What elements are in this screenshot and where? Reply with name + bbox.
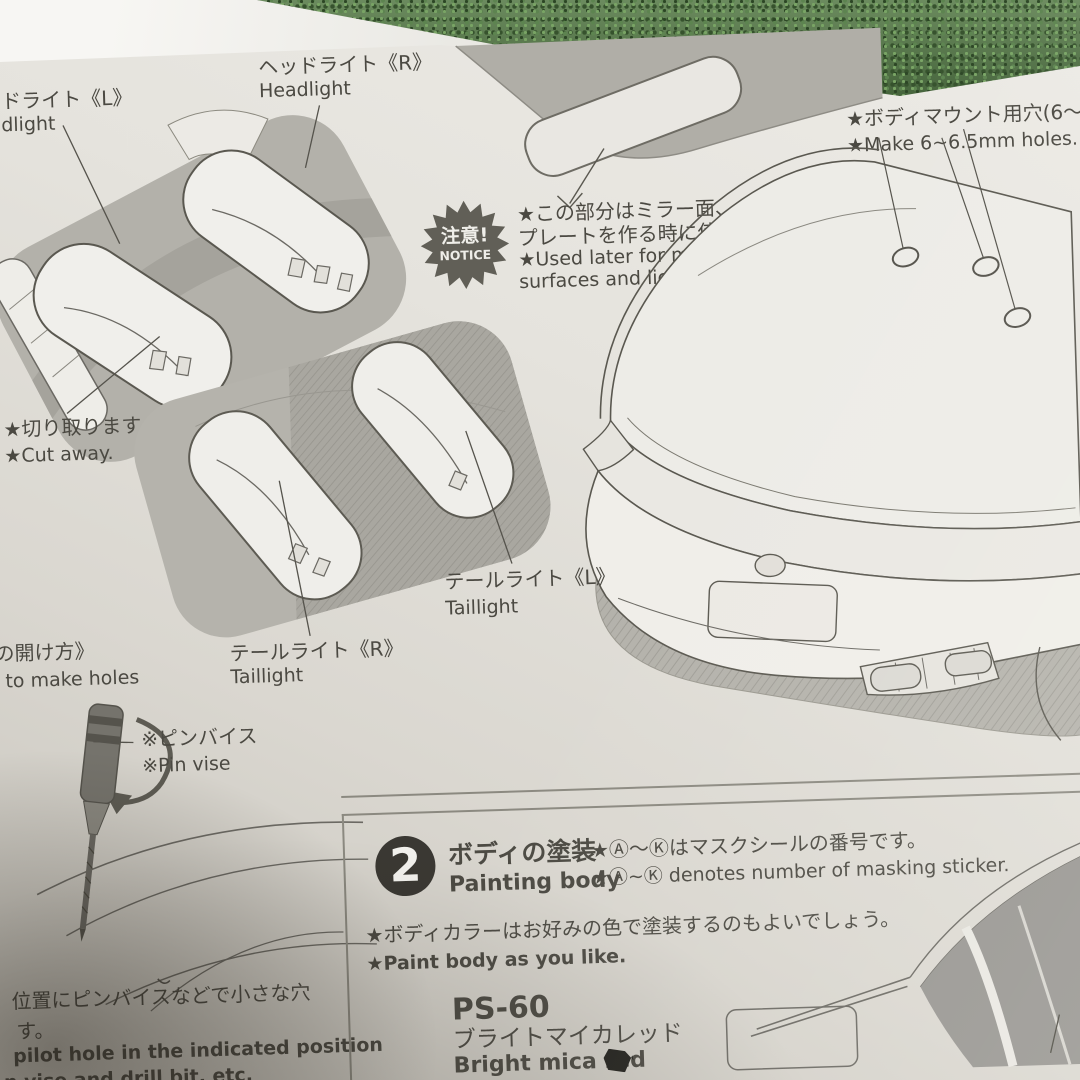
body-mount-hole-marks [879, 127, 1033, 334]
notice-badge-en: NOTICE [439, 247, 491, 264]
pin-vise-illustration [1, 694, 381, 1015]
notice-badge: 注意! NOTICE [420, 200, 510, 289]
notice-badge-jp: 注意! [441, 223, 489, 247]
corner-masking-piece-illustration [441, 27, 886, 222]
taillight-masking-illustration [134, 308, 564, 651]
car-rear-view-illustration [543, 104, 1080, 760]
masked-body-corner-illustration [741, 823, 1080, 1074]
headlight-masking-illustration [0, 62, 407, 462]
